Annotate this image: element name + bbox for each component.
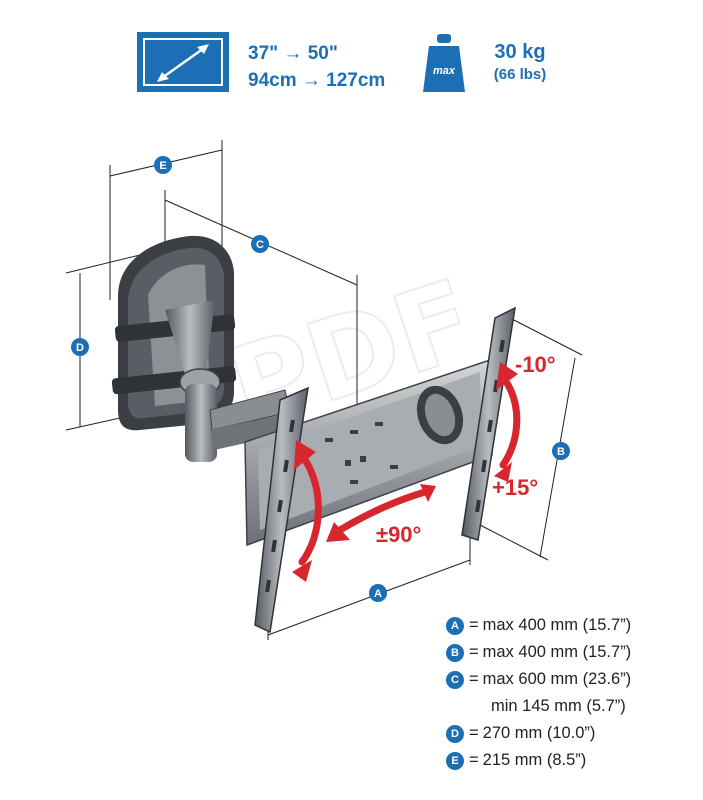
legend-value-e: 215 mm (8.5”) xyxy=(482,751,587,769)
legend-badge-b: B xyxy=(446,644,464,662)
left-vertical-rail xyxy=(254,386,309,634)
swing-arm xyxy=(165,300,291,462)
weight-icon: max xyxy=(423,34,465,92)
tilt-down-label: +15° xyxy=(492,475,538,500)
badge-c-text: C xyxy=(256,239,264,251)
motion-arrows xyxy=(298,376,521,566)
badge-e xyxy=(154,156,172,174)
screen-size-range: 37" → 50" 94cm → 127cm xyxy=(248,40,385,94)
badge-c xyxy=(251,235,269,253)
weight-badge-text: max xyxy=(433,65,456,77)
legend-badge-d: D xyxy=(446,725,464,743)
legend-row-b: B=max 400 mm (15.7”) xyxy=(446,639,696,666)
legend-row-d: D=270 mm (10.0”) xyxy=(446,720,696,747)
max-weight: 30 kg (66 lbs) xyxy=(478,40,562,85)
weight-lbs: (66 lbs) xyxy=(493,66,547,83)
legend-value-a: max 400 mm (15.7”) xyxy=(482,616,632,634)
badge-b-text: B xyxy=(557,446,565,458)
dimensions-legend: A=max 400 mm (15.7”) B=max 400 mm (15.7”… xyxy=(446,612,696,774)
legend-value-c: max 600 mm (23.6”) xyxy=(482,670,632,688)
legend-badge-e: E xyxy=(446,752,464,770)
badge-d-text: D xyxy=(76,342,84,354)
badge-d xyxy=(71,338,89,356)
mount-diagram: PDF xyxy=(65,140,583,640)
badge-a-text: A xyxy=(374,588,382,600)
legend-row-c: C=max 600 mm (23.6”) xyxy=(446,666,696,693)
legend-row-c-min: min 145 mm (5.7”) xyxy=(446,693,696,720)
legend-value-c-min: min 145 mm (5.7”) xyxy=(491,697,626,715)
arrow-heads xyxy=(292,362,518,582)
legend-row-e: E=215 mm (8.5”) xyxy=(446,747,696,774)
badge-a xyxy=(369,584,387,602)
size-inches: 37" → 50" xyxy=(248,43,338,64)
rotate-arrow xyxy=(336,488,429,534)
badge-b xyxy=(552,442,570,460)
legend-badge-a: A xyxy=(446,617,464,635)
legend-value-d: 270 mm (10.0”) xyxy=(482,724,596,742)
legend-row-a: A=max 400 mm (15.7”) xyxy=(446,612,696,639)
legend-badge-c: C xyxy=(446,671,464,689)
size-cm: 94cm → 127cm xyxy=(248,70,386,91)
rotate-label: ±90° xyxy=(376,522,421,547)
tilt-arrow xyxy=(499,376,521,469)
tilt-up-label: -10° xyxy=(515,352,556,377)
weight-kg: 30 kg xyxy=(494,41,546,63)
badge-e-text: E xyxy=(159,160,166,172)
screen-size-icon xyxy=(137,32,229,92)
swivel-arrow-left xyxy=(298,454,322,566)
legend-value-b: max 400 mm (15.7”) xyxy=(482,643,632,661)
diagonal-arrow-icon xyxy=(157,44,209,82)
dim-a-line xyxy=(267,559,471,636)
